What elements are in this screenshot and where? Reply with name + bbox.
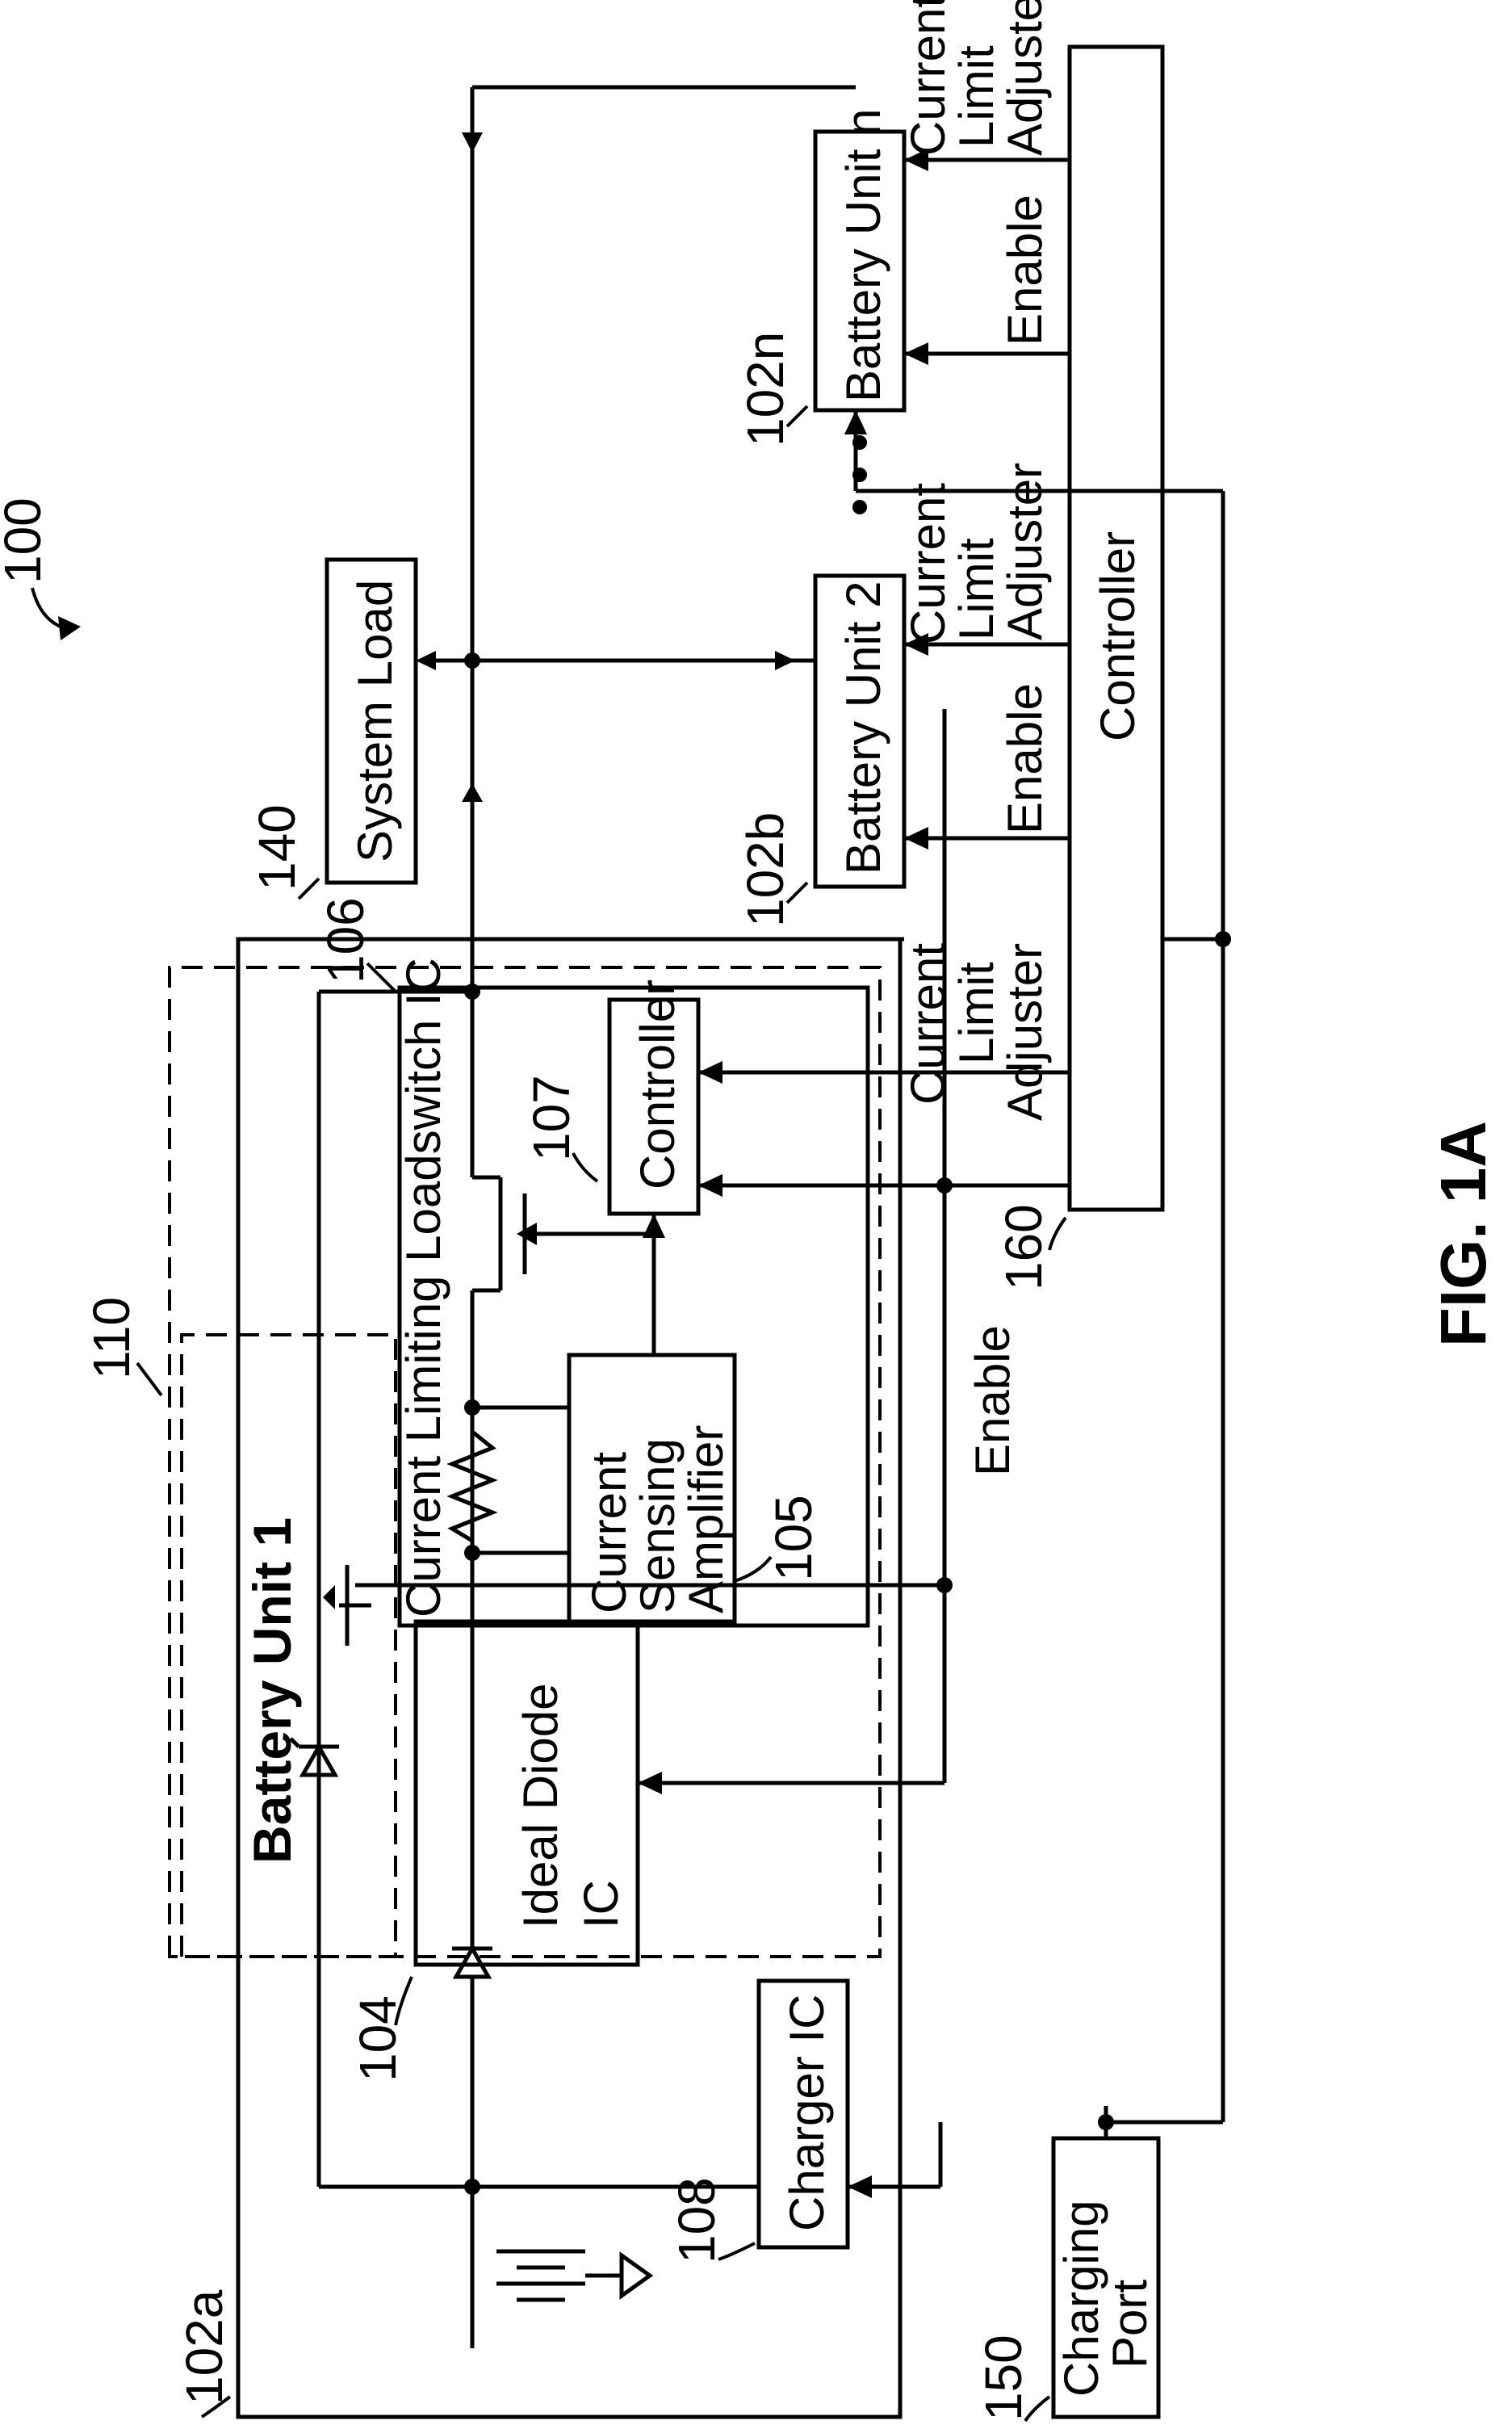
csa-label-1: Current [582, 1452, 636, 1613]
unit-n-arrow [844, 410, 867, 434]
enable-label-unit-2: Enable [998, 683, 1052, 834]
charging-port-label-2: Port [1103, 2280, 1157, 2368]
charge-mosfet-arrow [323, 1585, 335, 1609]
ellipsis-dot-2 [852, 468, 867, 482]
ellipsis-dot-3 [852, 435, 867, 450]
ref-100: 100 [0, 497, 52, 584]
ref-107: 107 [522, 1075, 580, 1161]
csa-label-2: Sensing [630, 1438, 685, 1613]
enable-node [936, 1577, 953, 1593]
charger-input-arrow [848, 2175, 872, 2198]
ideal-diode-label-1: Ideal Diode [513, 1683, 568, 1928]
ref-105: 105 [764, 1495, 823, 1581]
output-node [464, 984, 480, 1000]
unit-n-enable-arrow [904, 342, 928, 365]
ref-108: 108 [668, 2177, 726, 2263]
ref-102b: 102b [736, 812, 794, 927]
current-limit-arrow [698, 1061, 722, 1084]
current-label-1: Current [901, 943, 955, 1105]
ref-140: 140 [248, 804, 306, 891]
enable-label-unit-n: Enable [998, 195, 1052, 346]
limit-label-2: Limit [949, 538, 1003, 640]
ref-104: 104 [349, 1995, 407, 2082]
adjuster-label-2: Adjuster [998, 463, 1052, 640]
ref-102n: 102n [736, 332, 794, 447]
charging-port-label-1: Charging [1054, 2200, 1108, 2398]
ground-symbol [622, 2255, 650, 2296]
charger-ic-label: Charger IC [780, 1995, 834, 2231]
enable-arrow-controller [698, 1174, 722, 1197]
adjuster-label-1: Adjuster [998, 943, 1052, 1121]
ideal-diode-label-2: IC [574, 1880, 628, 1928]
system-load-label: System Load [348, 580, 402, 862]
arrow-to-unit-2 [775, 651, 795, 670]
limit-label-1: Limit [949, 962, 1003, 1064]
figure-title: FIG. 1A [1427, 1121, 1499, 1347]
battery-unit-1-label: Battery Unit 1 [242, 1517, 302, 1864]
leader-100-arrow [58, 616, 81, 640]
unit-2-enable-arrow [904, 827, 928, 850]
ref-150: 150 [974, 2335, 1032, 2421]
adjuster-label-n: Adjuster [998, 0, 1052, 156]
charging-bus-node [1098, 2114, 1114, 2130]
leader-110 [137, 1363, 161, 1395]
current-label-2: Current [901, 483, 955, 644]
arrow-to-system-load [416, 651, 436, 670]
battery-unit-2-label: Battery Unit 2 [836, 581, 890, 875]
limit-label-n: Limit [949, 45, 1003, 148]
loadswitch-label: Current Limiting Loadswitch IC [396, 958, 450, 1617]
system-load-node [464, 652, 480, 669]
arrow-bus-up-1 [462, 783, 483, 802]
enable-label-main: Enable [965, 1325, 1020, 1476]
csa-label-3: Amplifier [679, 1425, 733, 1613]
battery-unit-n-label: Battery Unit n [836, 109, 890, 403]
arrow-bus-up-2 [462, 132, 483, 153]
current-label-n: Current [901, 0, 955, 156]
ref-102a: 102a [175, 2289, 233, 2405]
charging-bus-node-2 [1215, 931, 1231, 947]
enable-arrow-diode [638, 1772, 662, 1794]
main-controller-label: Controller [1091, 531, 1145, 741]
ref-160: 160 [995, 1204, 1053, 1290]
ref-106: 106 [316, 897, 375, 984]
inner-controller-label: Controller [630, 980, 685, 1189]
ref-110: 110 [82, 1297, 140, 1379]
ellipsis-dot-1 [852, 500, 867, 514]
